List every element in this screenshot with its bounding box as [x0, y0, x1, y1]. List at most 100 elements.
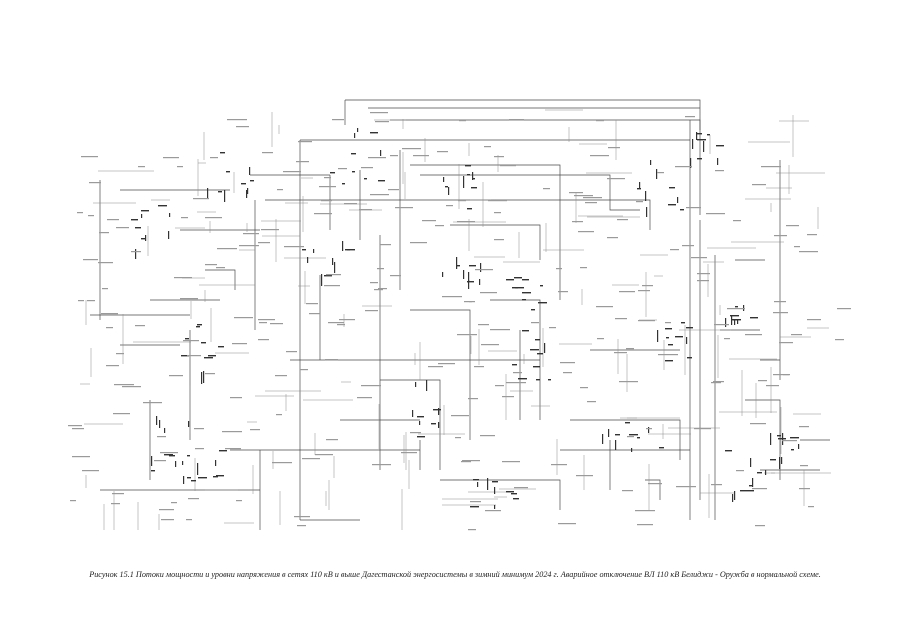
flow-label-mark [556, 268, 562, 270]
bus-bar [750, 317, 758, 319]
flow-label-mark [627, 436, 634, 438]
bus-bar [734, 320, 736, 325]
bus-bar [218, 346, 224, 348]
bus-bar [707, 134, 710, 136]
flow-label-mark [374, 289, 383, 291]
bus-bar [470, 506, 479, 508]
flow-label-mark [205, 373, 215, 375]
bus-bar [417, 436, 425, 438]
bus-bar [456, 257, 458, 269]
flow-label-mark [174, 277, 192, 279]
bus-bar [197, 463, 199, 475]
flow-label-mark [258, 319, 275, 321]
flow-label-mark [580, 267, 587, 269]
flow-label-mark [410, 432, 421, 434]
flow-label-mark [435, 225, 444, 227]
flow-label-mark [438, 363, 455, 365]
flow-label-mark [314, 213, 332, 215]
flow-label-mark [309, 313, 320, 315]
flow-label-mark [205, 217, 222, 219]
bus-bar [615, 434, 620, 436]
flow-label-mark [551, 464, 567, 466]
flow-label-mark [733, 220, 741, 222]
flow-label-mark [670, 249, 679, 251]
bus-bar [334, 262, 336, 273]
bus-bar [703, 141, 705, 152]
flow-label-mark [682, 245, 694, 247]
flow-label-mark [410, 242, 427, 244]
flow-label-mark [163, 157, 179, 159]
flow-label-mark [216, 267, 225, 269]
flow-label-mark [143, 402, 162, 404]
flow-label-mark [549, 327, 556, 329]
flow-label-mark [88, 215, 94, 217]
flow-label-mark [325, 359, 338, 361]
flow-label-mark [302, 458, 320, 460]
bus-bar [513, 498, 519, 500]
flow-label-mark [713, 381, 724, 383]
bus-bar [380, 150, 382, 156]
bus-bar [201, 372, 203, 384]
flow-label-mark [752, 184, 766, 186]
flow-label-mark [328, 322, 344, 324]
flow-label-mark [324, 177, 331, 179]
flow-label-mark [773, 374, 790, 376]
flow-label-mark [428, 366, 443, 368]
flow-label-mark [135, 325, 145, 327]
bus-bar [629, 434, 638, 436]
transmission-line [345, 99, 701, 130]
bus-bar [692, 139, 694, 149]
flow-label-mark [490, 329, 510, 331]
bus-bar [750, 458, 752, 467]
bus-bar [536, 379, 540, 381]
flow-label-mark [779, 342, 793, 344]
flow-label-mark [372, 464, 391, 466]
bus-bar [697, 158, 702, 160]
flow-label-mark [194, 428, 204, 430]
bus-bar [469, 265, 476, 267]
bus-bar [650, 160, 652, 165]
flow-label-mark [390, 155, 398, 157]
flow-label-mark [724, 338, 730, 340]
flow-label-mark [250, 429, 260, 431]
flow-label-mark [114, 384, 134, 386]
bus-bar [732, 494, 734, 502]
bus-bar [681, 322, 685, 324]
bus-bar [438, 408, 440, 415]
flow-label-mark [464, 301, 472, 303]
flow-label-mark [558, 523, 576, 525]
bus-bar [668, 204, 676, 206]
bus-bar [686, 337, 688, 344]
bus-bar [352, 171, 355, 173]
flow-label-mark [807, 319, 821, 321]
bus-bar [530, 349, 539, 351]
flow-label-mark [337, 324, 345, 326]
flow-label-mark [344, 203, 357, 205]
bus-bar [479, 279, 481, 285]
flow-label-mark [258, 339, 269, 341]
flow-label-mark [676, 486, 696, 488]
flow-label-mark [560, 362, 575, 364]
bus-bar [468, 272, 470, 282]
flow-label-mark [161, 519, 174, 521]
flow-label-mark [799, 426, 809, 428]
bus-bar [370, 132, 378, 134]
bus-bar [522, 279, 529, 281]
bus-bar [207, 188, 209, 198]
bus-bar [198, 477, 207, 479]
bus-bar [164, 428, 166, 433]
transmission-line [420, 174, 640, 211]
bus-bar [419, 421, 421, 425]
flow-label-mark [480, 435, 495, 437]
flow-label-mark [457, 334, 477, 336]
flow-label-mark [205, 264, 217, 266]
bus-bar [544, 343, 546, 353]
bus-bar [737, 320, 739, 324]
bus-bar [730, 315, 739, 317]
bus-bar [151, 470, 155, 472]
flow-label-mark [227, 119, 247, 121]
flow-label-mark [509, 119, 524, 121]
flow-label-mark [657, 172, 664, 174]
bus-bar [468, 280, 470, 289]
bus-bar [522, 292, 531, 294]
